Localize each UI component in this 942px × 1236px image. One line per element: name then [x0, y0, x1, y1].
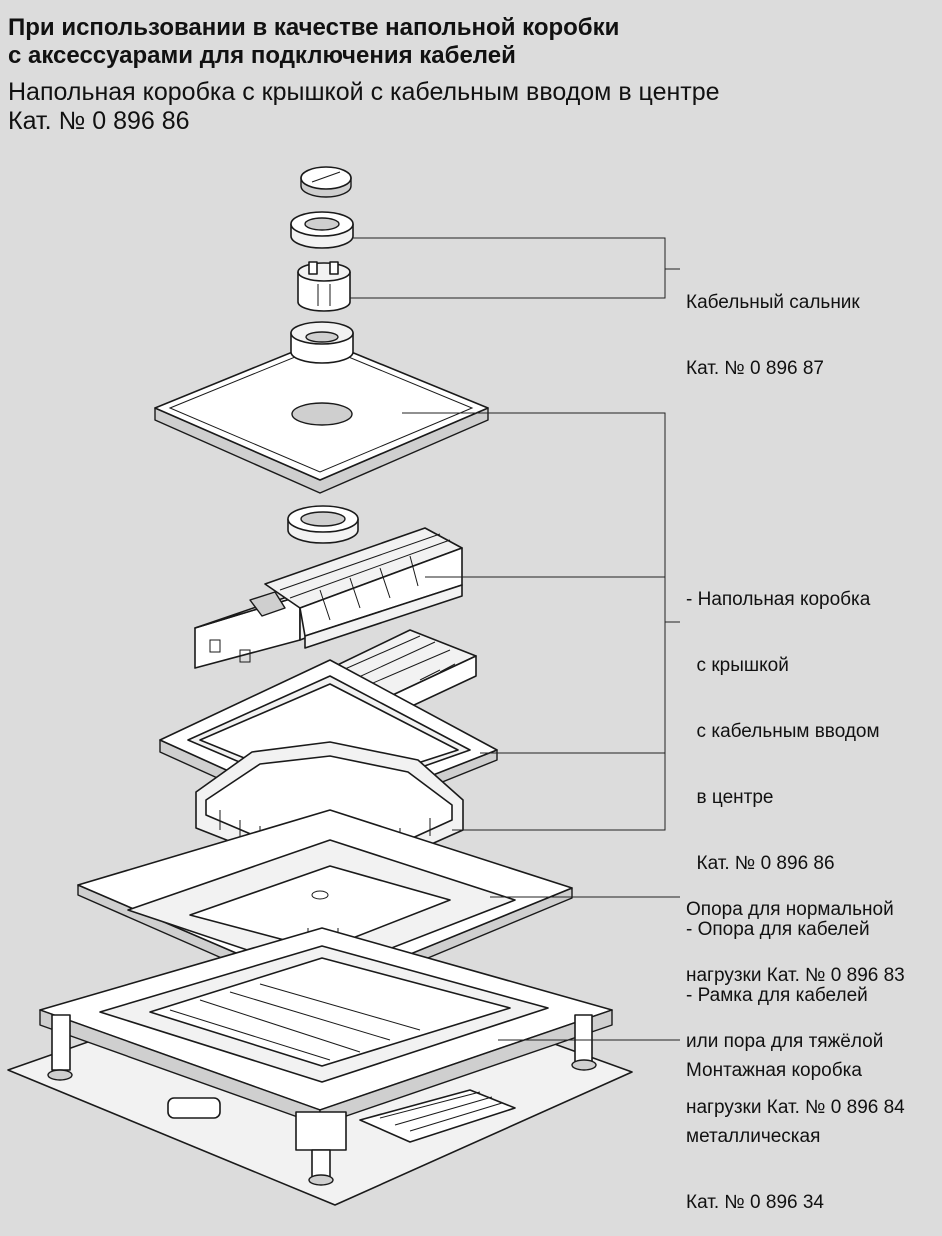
seal-ring — [287, 505, 359, 544]
title-line-2: с аксессуарами для подключения кабелей — [8, 42, 516, 69]
subtitle-line-2: Кат. № 0 896 86 — [8, 107, 190, 135]
floor-box-module — [194, 527, 463, 669]
page-subtitle: Напольная коробка с крышкой с кабельным … — [8, 78, 720, 136]
title-line-1: При использовании в качестве напольной к… — [8, 14, 620, 41]
callout-text: Опора для нормальной — [686, 899, 894, 920]
page-title: При использовании в качестве напольной к… — [8, 14, 619, 70]
leader-cable-gland — [350, 237, 680, 299]
callout-text: нагрузки Кат. № 0 896 83 — [686, 965, 905, 986]
callout-text: Кат. № 0 896 86 — [686, 853, 835, 874]
subtitle-line-1: Напольная коробка с крышкой с кабельным … — [8, 78, 720, 106]
callout-text: с крышкой — [686, 655, 789, 676]
gland-ring — [290, 211, 354, 249]
gland-cap — [300, 166, 352, 198]
callout-text: - Рамка для кабелей — [686, 985, 868, 1006]
leader-floor-box-set — [402, 412, 680, 831]
callout-text: с кабельным вводом — [686, 721, 880, 742]
callout-text: Кат. № 0 896 34 — [686, 1192, 824, 1213]
callout-text: или пора для тяжёлой — [686, 1031, 884, 1052]
callout-text: Кат. № 0 896 87 — [686, 358, 824, 379]
callout-text: Кабельный сальник — [686, 292, 860, 313]
callout-text: - Напольная коробка — [686, 589, 871, 610]
callout-text: - Опора для кабелей — [686, 919, 870, 940]
callout-support: Опора для нормальной нагрузки Кат. № 0 8… — [686, 855, 905, 1141]
cover-plate — [154, 321, 489, 494]
load-support-plate — [77, 809, 573, 1003]
callout-mounting-box: Монтажная коробка металлическая Кат. № 0… — [686, 1016, 862, 1236]
callout-text: нагрузки Кат. № 0 896 84 — [686, 1097, 905, 1118]
callout-text: в центре — [686, 787, 774, 808]
mounting-box — [7, 927, 633, 1206]
callout-text: металлическая — [686, 1126, 821, 1147]
gland-sleeve — [297, 261, 351, 312]
callout-floor-box-set: - Напольная коробка с крышкой с кабельны… — [686, 545, 880, 1029]
leader-lines — [350, 237, 680, 1041]
callout-text: Монтажная коробка — [686, 1060, 862, 1081]
callout-cable-gland: Кабельный сальник Кат. № 0 896 87 — [686, 248, 860, 402]
